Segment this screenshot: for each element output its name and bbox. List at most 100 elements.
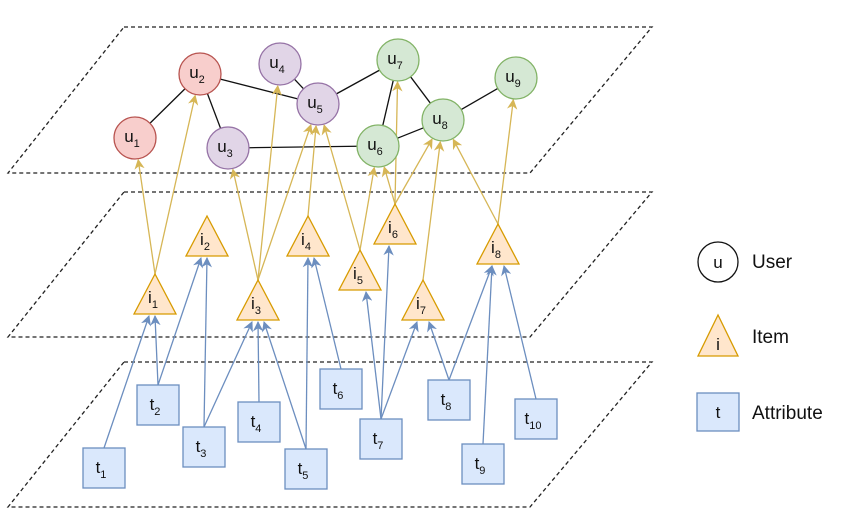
edges-group <box>103 69 537 450</box>
attr-item-edge-t7-i5 <box>361 290 382 420</box>
item-user-edge-i8-u8 <box>452 138 499 225</box>
attribute-label: t4 <box>251 412 262 435</box>
user-label: u1 <box>124 127 140 150</box>
user-label: u7 <box>387 49 403 72</box>
legend-user-label: User <box>752 252 793 273</box>
attr-item-edge-t10-i8 <box>501 264 537 400</box>
user-circle <box>421 98 465 142</box>
item-user-edge-i1-u1 <box>134 158 156 275</box>
item-triangle <box>184 214 230 257</box>
attr-item-edge-t5-i4 <box>302 256 314 450</box>
attr-item-edge-t2-i1 <box>150 314 161 386</box>
attr-item-edge-t6-i4 <box>311 256 342 370</box>
legend-attribute-box <box>696 392 740 432</box>
legend-attribute: t Attribute <box>696 392 823 432</box>
item-user-edge-i5-u6 <box>359 166 378 251</box>
user-node-u4: u4 <box>258 42 302 86</box>
attribute-label: t7 <box>373 429 384 452</box>
item-user-edge-i3-u3 <box>229 168 259 281</box>
item-node-i5: i5 <box>337 248 383 291</box>
user-circle <box>113 116 157 160</box>
nodes-group: u1u2u3u4u5u6u7u8u9i1i2i3i4i5i6i7i8t1t2t3… <box>82 38 558 490</box>
attr-item-edge-t9-i8 <box>482 264 497 445</box>
user-label: u5 <box>307 93 323 116</box>
attribute-label: t3 <box>196 437 207 460</box>
user-edge-u5-u7 <box>336 69 380 95</box>
legend-user-symbol: u <box>713 253 722 272</box>
user-node-u1: u1 <box>113 116 157 160</box>
attribute-node-t7: t7 <box>359 418 403 460</box>
attribute-label: t10 <box>525 409 542 432</box>
item-label: i8 <box>491 238 501 261</box>
user-circle <box>376 38 420 82</box>
legend-user: u User <box>697 241 793 283</box>
attribute-node-t2: t2 <box>136 384 180 426</box>
attr-item-edge-t4-i3 <box>252 320 264 403</box>
attribute-layer-plane <box>6 361 654 508</box>
attribute-box <box>237 401 281 443</box>
user-circle <box>296 82 340 126</box>
user-node-u8: u8 <box>421 98 465 142</box>
attribute-node-t6: t6 <box>319 368 363 410</box>
item-label: i6 <box>388 218 398 241</box>
item-label: i2 <box>200 230 210 253</box>
item-triangle <box>285 214 331 257</box>
attribute-node-t4: t4 <box>237 401 281 443</box>
item-user-edge-i1-u2 <box>154 94 199 275</box>
attribute-box <box>136 384 180 426</box>
legend-user-circle <box>697 241 739 283</box>
attribute-box <box>284 448 328 490</box>
item-triangle <box>475 222 521 265</box>
item-node-i6: i6 <box>372 202 418 245</box>
item-layer-plane <box>6 191 654 338</box>
attribute-label: t9 <box>475 454 486 477</box>
attribute-box <box>82 447 126 489</box>
attribute-box <box>319 368 363 410</box>
user-node-u6: u6 <box>356 124 400 168</box>
user-circle <box>494 56 538 100</box>
legend-attribute-label: Attribute <box>752 403 823 424</box>
attribute-node-t8: t8 <box>427 379 471 421</box>
item-node-i8: i8 <box>475 222 521 265</box>
user-label: u9 <box>505 67 521 90</box>
item-node-i7: i7 <box>400 278 446 321</box>
attribute-box <box>182 426 226 468</box>
attr-item-edge-t3-i3 <box>203 321 253 428</box>
item-triangle <box>132 272 178 315</box>
attribute-label: t5 <box>298 459 309 482</box>
attribute-node-t3: t3 <box>182 426 226 468</box>
item-label: i3 <box>251 294 261 317</box>
user-edge-u8-u9 <box>460 87 499 111</box>
item-label: i7 <box>416 294 426 317</box>
attr-item-edge-t5-i3 <box>262 321 307 450</box>
item-user-edge-i4-u5 <box>307 124 321 217</box>
user-edge-u1-u2 <box>149 88 186 124</box>
user-node-u7: u7 <box>376 38 420 82</box>
item-triangle <box>337 248 383 291</box>
user-node-u3: u3 <box>206 126 250 170</box>
attr-item-edge-t7-i6 <box>380 244 394 420</box>
attribute-box <box>514 398 558 440</box>
user-node-u2: u2 <box>178 52 222 96</box>
user-edge-u6-u8 <box>397 127 424 139</box>
attribute-box <box>359 418 403 460</box>
user-layer-plane <box>6 26 654 174</box>
item-label: i5 <box>353 264 363 287</box>
user-label: u2 <box>189 63 205 86</box>
attribute-node-t5: t5 <box>284 448 328 490</box>
item-user-edge-i3-u5 <box>257 123 313 281</box>
user-circle <box>178 52 222 96</box>
user-edge-u7-u8 <box>410 76 431 104</box>
item-node-i4: i4 <box>285 214 331 257</box>
user-label: u4 <box>269 53 285 76</box>
attribute-node-t1: t1 <box>82 447 126 489</box>
item-triangle <box>235 278 281 321</box>
attr-item-edge-t1-i1 <box>103 315 151 449</box>
user-label: u3 <box>217 137 233 160</box>
user-edge-u2-u5 <box>220 78 298 100</box>
attribute-label: t1 <box>96 458 107 481</box>
user-edge-u7-u6 <box>382 80 394 126</box>
user-edge-u2-u3 <box>206 93 222 129</box>
